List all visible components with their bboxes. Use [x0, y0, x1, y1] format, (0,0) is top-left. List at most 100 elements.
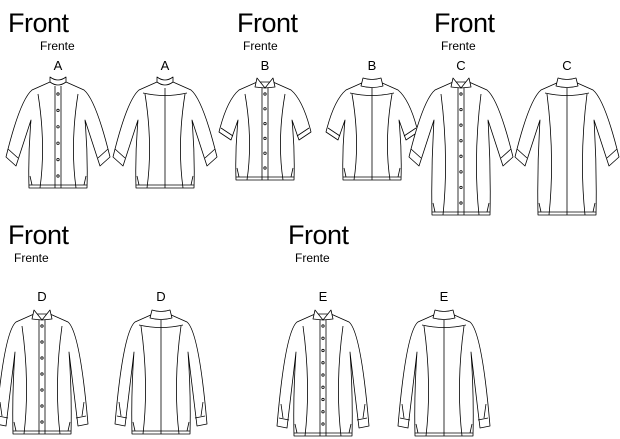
garment-d-back — [114, 309, 208, 435]
princess-seam — [440, 93, 446, 216]
yoke-seam — [421, 324, 467, 328]
collar-back — [555, 77, 579, 88]
collar-back — [432, 309, 456, 320]
sleeve-placket — [280, 403, 284, 419]
cuff-line — [410, 148, 422, 159]
sleeve-placket — [118, 401, 122, 417]
side-vent — [469, 423, 473, 434]
button — [56, 108, 60, 113]
collar-right — [460, 77, 472, 89]
side-vent — [538, 202, 542, 213]
cuff-line — [194, 415, 206, 419]
princess-seam — [338, 325, 344, 437]
button — [40, 404, 44, 408]
garment-c-back — [514, 77, 620, 216]
cuff-line — [75, 415, 87, 419]
button — [459, 170, 463, 174]
side-vent — [290, 167, 294, 178]
side-vent — [186, 421, 190, 432]
collar-back — [149, 309, 173, 320]
button — [56, 92, 60, 96]
side-vent — [29, 175, 33, 186]
cuff-line — [97, 148, 109, 159]
garment-b-back — [325, 77, 419, 181]
sleeve-placket — [483, 403, 487, 419]
view-d-front-label: D — [37, 289, 47, 304]
princess-seam — [37, 93, 43, 189]
cuff-line — [296, 127, 310, 137]
view-b-front-label: B — [260, 58, 270, 73]
button — [40, 324, 44, 328]
button — [40, 356, 44, 360]
cuff-line — [356, 417, 368, 421]
button — [263, 107, 267, 111]
button — [56, 174, 60, 178]
button — [40, 388, 44, 392]
side-vent — [67, 421, 71, 432]
button — [459, 201, 463, 205]
side-vent — [348, 423, 352, 434]
side-vent — [236, 167, 240, 178]
collar-back — [360, 77, 384, 88]
princess-seam — [176, 325, 182, 435]
princess-seam — [280, 93, 286, 181]
garment-e-back — [397, 309, 491, 437]
group-a-subtitle: Frente — [40, 39, 75, 53]
collar-right — [322, 309, 334, 321]
group-e-title: Front — [288, 220, 349, 250]
button — [321, 422, 325, 426]
side-vent — [136, 175, 140, 186]
side-vent — [432, 202, 436, 213]
group-c-title: Front — [434, 8, 495, 38]
cuff-line — [399, 417, 411, 421]
garment-c-front — [408, 77, 514, 216]
view-a-back-label: A — [160, 58, 170, 73]
collar-left — [450, 77, 462, 89]
sleeve-placket — [200, 401, 204, 417]
cuff-line — [0, 415, 9, 419]
princess-seam — [459, 325, 465, 437]
collar-left — [31, 309, 43, 321]
cuff-line — [606, 148, 618, 159]
collar-left — [254, 77, 266, 89]
button — [263, 92, 267, 96]
group-b-subtitle: Frente — [243, 39, 278, 53]
yoke-seam — [544, 92, 590, 96]
button — [56, 158, 60, 162]
sleeve-placket — [362, 403, 366, 419]
button — [321, 336, 325, 340]
cuff-line — [204, 148, 216, 159]
cuff-line — [220, 127, 234, 137]
button — [459, 154, 463, 158]
side-vent — [486, 202, 490, 213]
princess-seam — [180, 93, 186, 189]
princess-seam — [21, 325, 27, 435]
view-a-front-label: A — [53, 58, 63, 73]
view-e-back-label: E — [439, 289, 449, 304]
group-e-subtitle: Frente — [295, 251, 330, 265]
button — [40, 420, 44, 424]
sleeve-placket — [81, 401, 85, 417]
garment-a-back — [112, 76, 218, 189]
side-vent — [415, 423, 419, 434]
garment-outline — [5, 81, 111, 189]
cuff-line — [516, 148, 528, 159]
view-e-front-label: E — [318, 289, 328, 304]
princess-seam — [244, 93, 250, 181]
garment-outline — [0, 313, 89, 435]
sleeve-placket — [401, 403, 405, 419]
button — [321, 361, 325, 365]
button — [40, 372, 44, 376]
yoke-seam — [142, 92, 188, 96]
button — [263, 166, 267, 170]
view-b-back-label: B — [367, 58, 377, 73]
side-vent — [132, 421, 136, 432]
button — [40, 340, 44, 344]
button — [56, 141, 60, 145]
cuff-line — [403, 127, 417, 137]
group-d-subtitle: Frente — [14, 251, 49, 265]
button — [263, 122, 267, 126]
group-a-title: Front — [8, 8, 69, 38]
cuff-line — [477, 417, 489, 421]
yoke-seam — [349, 92, 395, 96]
